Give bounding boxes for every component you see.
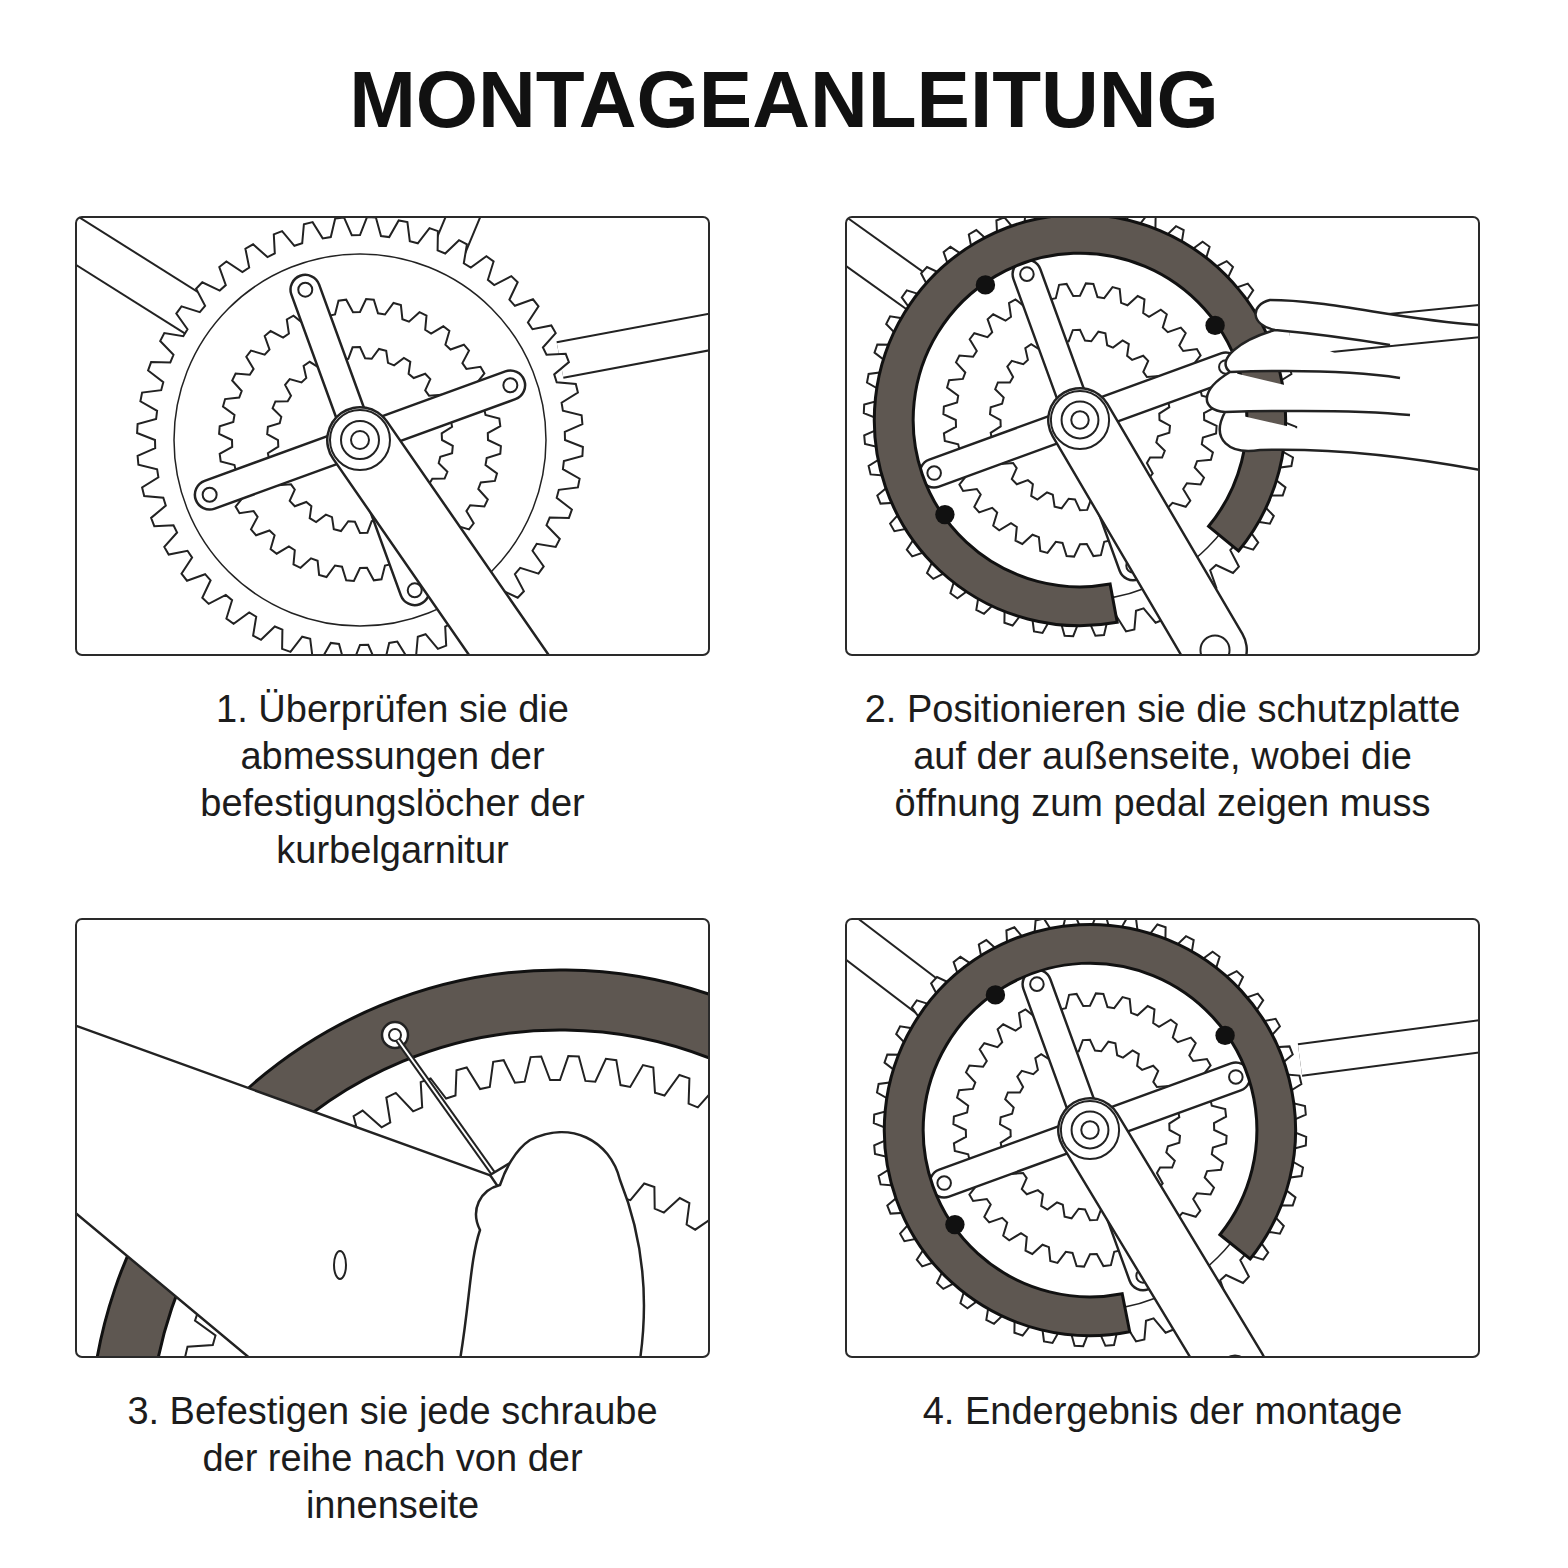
hand [460,1132,644,1357]
step-caption: 2. Positionieren sie die schutzplatte au… [853,686,1473,827]
crank-arm [1090,1130,1235,1357]
crank-arm [360,440,540,655]
guard-position-figure [846,217,1479,655]
step-caption: 3. Befestigen sie jede schraube der reih… [113,1388,673,1529]
frame-tube [560,330,709,360]
screw-fixing-figure [76,970,709,1357]
guard-tab [945,1215,964,1234]
final-result-figure [846,919,1479,1357]
instruction-panel: 1. Überprüfen sie die abmessungen der be… [75,216,710,656]
page-title: MONTAGEANLEITUNG [0,52,1568,148]
step-caption: 1. Überprüfen sie die abmessungen der be… [113,686,673,874]
chain-guard [884,924,1295,1335]
arm-slot [334,1251,346,1279]
crankset-figure [76,217,709,655]
chainring [137,217,583,655]
mount-hole [1020,267,1034,281]
frame-tube [560,330,709,360]
instruction-panel: 4. Endergebnis der montage [845,918,1480,1358]
step-caption: 4. Endergebnis der montage [853,1388,1473,1435]
axle-bolt [1071,411,1088,428]
crank-arm [1090,1130,1235,1357]
instruction-panel: 3. Befestigen sie jede schraube der reih… [75,918,710,1358]
guard-tab [1205,316,1224,335]
guard-tab [986,985,1005,1004]
guard-tab [1215,1026,1234,1045]
axle-bolt [1051,391,1109,449]
axle-bolt [351,431,369,449]
guard-tab [976,275,995,294]
mount-hole [503,378,517,392]
axle-bolt [341,421,379,459]
mount-hole [927,466,941,480]
mount-hole [937,1176,951,1190]
guard-tab [935,505,954,524]
crank-arm [1080,420,1215,650]
axle-bolt [1062,402,1099,439]
axle-bolt [330,410,390,470]
frame-tube [1300,1035,1479,1060]
frame-tube [1300,1035,1479,1060]
axle-bolt [1072,1112,1109,1149]
mount-hole [298,283,312,297]
axle-bolt [1061,1101,1119,1159]
screwdriver-shaft [398,1040,505,1190]
crank-arm [1080,420,1215,650]
screwdriver-shaft [398,1040,505,1190]
middle-ring [943,283,1216,556]
pedal-hole [1200,635,1229,655]
crank-arm [360,440,540,655]
mount-hole [203,488,217,502]
mount-hole [1030,977,1044,991]
mount-hole [1229,1070,1243,1084]
hand [1207,300,1479,470]
instruction-panel: 2. Positionieren sie die schutzplatte au… [845,216,1480,656]
chainring [874,919,1306,1346]
axle-bolt [1081,1121,1098,1138]
